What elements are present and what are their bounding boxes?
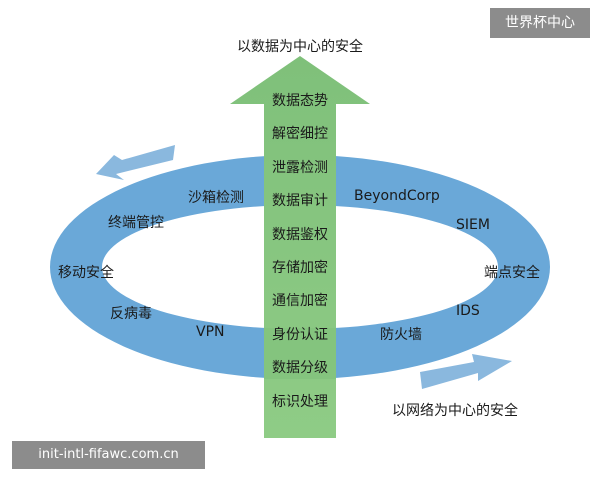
ring-label-antivirus: 反病毒 [110, 306, 152, 322]
data-stack-item: 通信加密 [272, 293, 328, 310]
data-stack-item: 存储加密 [272, 260, 328, 276]
ring-label-endpoint-security: 端点安全 [484, 265, 540, 281]
ring-label-mobile-security: 移动安全 [58, 265, 114, 281]
data-stack-item: 身份认证 [272, 326, 328, 343]
watermark-url: init-intl-fifawc.com.cn [12, 441, 205, 469]
data-centric-caption: 以数据为中心的安全 [237, 39, 363, 55]
watermark-brand: 世界杯中心 [490, 8, 590, 38]
data-stack-item: 泄露检测 [272, 159, 328, 176]
data-stack-item: 数据鉴权 [272, 226, 328, 243]
data-stack-item: 数据审计 [272, 193, 328, 210]
ring-label-siem: SIEM [456, 217, 490, 233]
ring-back [50, 155, 550, 267]
ring-label-sandbox: 沙箱检测 [188, 190, 244, 206]
ring-label-beyondcorp: BeyondCorp [354, 188, 440, 204]
data-centric-arrow [230, 56, 370, 438]
data-stack-item: 数据态势 [272, 93, 328, 109]
ring-label-firewall: 防火墙 [380, 327, 422, 343]
data-stack-item: 数据分级 [272, 360, 328, 377]
ring-label-endpoint-control: 终端管控 [108, 215, 164, 231]
data-centric-arrow-front [264, 328, 336, 379]
ring-label-vpn: VPN [196, 324, 225, 340]
data-stack-item: 解密细控 [272, 126, 328, 143]
ring-label-ids: IDS [456, 303, 480, 319]
network-centric-caption: 以网络为中心的安全 [392, 403, 518, 419]
ring-front [50, 267, 550, 379]
data-stack-item: 标识处理 [272, 393, 328, 410]
right-direction-arrow [420, 354, 512, 389]
left-direction-arrow [96, 145, 175, 180]
